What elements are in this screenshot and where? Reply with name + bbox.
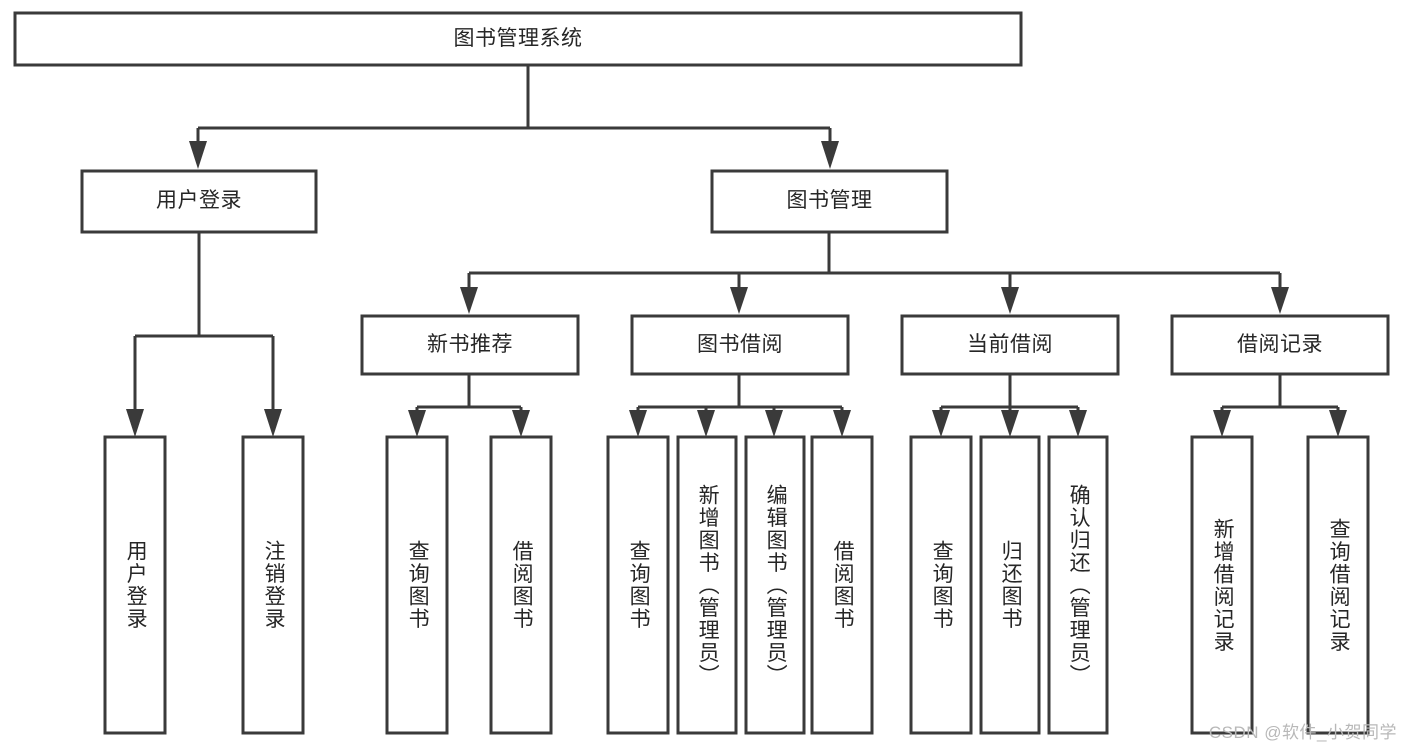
- arrow-head-book-management: [821, 141, 839, 169]
- arrow-head-current-borrow: [1001, 287, 1019, 314]
- arrow-head-leaf-query-book-1: [408, 410, 426, 437]
- node-box-leaf-add-book-admin[interactable]: [676, 435, 738, 735]
- arrow-head-leaf-borrow-book-2: [833, 410, 851, 437]
- arrow-head-leaf-user-login: [126, 409, 144, 437]
- node-box-leaf-borrow-book-2[interactable]: [810, 435, 874, 735]
- node-box-leaf-borrow-book-1[interactable]: [489, 435, 553, 735]
- node-box-leaf-return-book[interactable]: [979, 435, 1041, 735]
- arrow-head-borrow-record: [1271, 287, 1289, 314]
- arrow-head-leaf-query-book-3: [932, 410, 950, 437]
- arrow-head-leaf-query-borrow-record: [1329, 410, 1347, 437]
- node-box-book-management[interactable]: [710, 169, 949, 234]
- node-box-leaf-add-borrow-record[interactable]: [1190, 435, 1254, 735]
- arrow-head-leaf-add-book-admin: [697, 410, 715, 437]
- arrow-head-leaf-query-book-2: [629, 410, 647, 437]
- node-box-leaf-confirm-return-admin[interactable]: [1047, 435, 1109, 735]
- node-box-current-borrow[interactable]: [900, 314, 1120, 376]
- node-box-user-login[interactable]: [80, 169, 318, 234]
- node-box-new-book-recommend[interactable]: [360, 314, 580, 376]
- node-box-borrow-record[interactable]: [1170, 314, 1390, 376]
- node-box-leaf-query-book-1[interactable]: [385, 435, 449, 735]
- arrow-head-leaf-confirm-return-admin: [1069, 410, 1087, 437]
- node-box-leaf-logout-login[interactable]: [241, 435, 305, 735]
- node-box-leaf-query-book-2[interactable]: [606, 435, 670, 735]
- arrow-head-leaf-logout-login: [264, 409, 282, 437]
- csdn-watermark: CSDN @软件_小贺同学: [1208, 723, 1397, 742]
- node-box-root[interactable]: [13, 11, 1023, 67]
- node-box-leaf-query-borrow-record[interactable]: [1306, 435, 1370, 735]
- node-box-book-borrow[interactable]: [630, 314, 850, 376]
- arrow-head-new-book-recommend: [460, 287, 478, 314]
- arrow-head-leaf-borrow-book-1: [512, 410, 530, 437]
- node-box-leaf-edit-book-admin[interactable]: [744, 435, 806, 735]
- arrow-head-user-login: [189, 141, 207, 169]
- arrow-head-book-borrow: [730, 287, 748, 314]
- arrow-head-leaf-return-book: [1001, 410, 1019, 437]
- arrow-head-leaf-edit-book-admin: [765, 410, 783, 437]
- arrow-head-leaf-add-borrow-record: [1213, 410, 1231, 437]
- node-box-leaf-user-login[interactable]: [103, 435, 167, 735]
- node-box-leaf-query-book-3[interactable]: [909, 435, 973, 735]
